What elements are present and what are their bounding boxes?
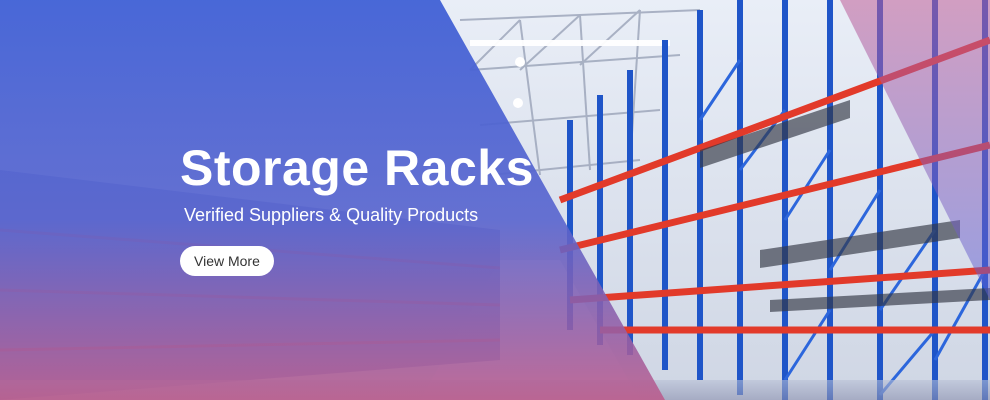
hero-title: Storage Racks [180, 140, 534, 196]
hero-content: Storage Racks Verified Suppliers & Quali… [180, 140, 534, 276]
view-more-button[interactable]: View More [180, 246, 274, 276]
hero-subtitle: Verified Suppliers & Quality Products [184, 205, 479, 225]
